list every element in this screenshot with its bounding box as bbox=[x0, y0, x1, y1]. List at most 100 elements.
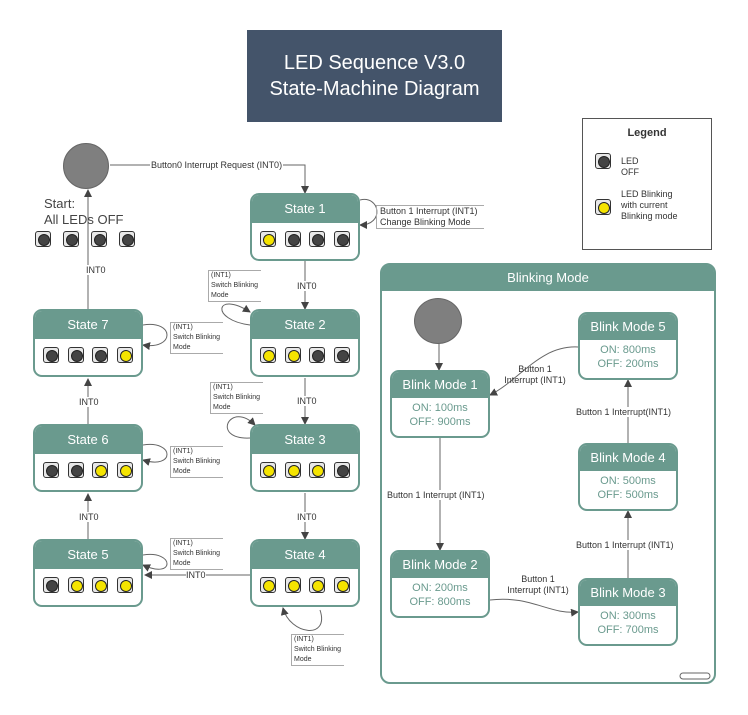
int0-label-7-start: INT0 bbox=[86, 265, 106, 275]
blink-mode-1-off: OFF: 900ms bbox=[409, 416, 471, 428]
blink-2-3-line-1: Button 1 bbox=[521, 574, 555, 584]
led-on-icon bbox=[333, 577, 350, 593]
state-6: State 6 bbox=[33, 424, 143, 492]
blink-start-node bbox=[414, 298, 462, 344]
switch-line-2: Mode bbox=[173, 344, 191, 351]
state2-switch-note: (INT1) Switch Blinking Mode bbox=[208, 270, 261, 302]
start-line-1: Start: bbox=[44, 196, 76, 211]
switch-line-1: Switch Blinking bbox=[294, 646, 342, 653]
blink-4-5-label: Button 1 Interrupt(INT1) bbox=[576, 407, 672, 417]
int0-label-5-6: INT0 bbox=[79, 512, 99, 522]
state-3-leds bbox=[252, 462, 358, 478]
legend-box: Legend LED OFF LED Blinking with current… bbox=[582, 118, 712, 250]
blinking-mode-container: Blinking Mode bbox=[380, 263, 716, 684]
led-off-icon bbox=[333, 347, 350, 363]
state-7: State 7 bbox=[33, 309, 143, 377]
state5-switch-note: (INT1) Switch Blinking Mode bbox=[170, 538, 223, 570]
led-off-icon bbox=[309, 347, 326, 363]
led-off-icon bbox=[284, 231, 301, 247]
diagram-title: LED Sequence V3.0 State-Machine Diagram bbox=[247, 30, 502, 122]
int0-label-6-7: INT0 bbox=[79, 397, 99, 407]
led-on-icon bbox=[309, 462, 326, 478]
state-4-leds bbox=[252, 577, 358, 593]
blink-mode-3-off: OFF: 700ms bbox=[597, 624, 659, 636]
led-on-icon bbox=[92, 462, 109, 478]
switch-int1: (INT1) bbox=[213, 384, 233, 391]
led-off-icon bbox=[309, 231, 326, 247]
led-on-icon bbox=[260, 347, 277, 363]
int0-label-4-5: INT0 bbox=[186, 570, 206, 580]
blink-mode-3-on: ON: 300ms bbox=[600, 610, 656, 622]
blink-mode-2-title: Blink Mode 2 bbox=[392, 552, 488, 578]
switch-int1: (INT1) bbox=[211, 272, 231, 279]
blink-mode-1-on: ON: 100ms bbox=[412, 402, 468, 414]
led-off-icon bbox=[35, 231, 51, 247]
led-off-icon bbox=[63, 231, 79, 247]
switch-line-2: Mode bbox=[294, 656, 312, 663]
blink-mode-5-title: Blink Mode 5 bbox=[580, 314, 676, 340]
state-2: State 2 bbox=[250, 309, 360, 377]
state-4: State 4 bbox=[250, 539, 360, 607]
state1-self-line-1: Button 1 Interrupt (INT1) bbox=[380, 206, 478, 216]
blink-mode-1: Blink Mode 1 ON: 100ms OFF: 900ms bbox=[390, 370, 490, 438]
led-on-icon bbox=[260, 231, 277, 247]
blink-mode-4-off: OFF: 500ms bbox=[597, 489, 659, 501]
led-off-icon bbox=[595, 153, 611, 169]
state3-switch-note: (INT1) Switch Blinking Mode bbox=[210, 382, 263, 414]
switch-line-2: Mode bbox=[173, 560, 191, 567]
start-node bbox=[63, 143, 109, 189]
led-on-icon bbox=[309, 577, 326, 593]
blink-mode-5-on: ON: 800ms bbox=[600, 344, 656, 356]
state1-self-line-2: Change Blinking Mode bbox=[380, 217, 471, 227]
legend-off-label: LED OFF bbox=[621, 156, 639, 177]
blink-3-4-label: Button 1 Interrupt (INT1) bbox=[576, 540, 674, 550]
blink-5-1-line-1: Button 1 bbox=[518, 364, 552, 374]
blink-mode-4-on: ON: 500ms bbox=[600, 475, 656, 487]
blink-mode-5-off: OFF: 200ms bbox=[597, 358, 659, 370]
led-off-icon bbox=[333, 462, 350, 478]
switch-line-1: Switch Blinking bbox=[173, 458, 221, 465]
blink-mode-5: Blink Mode 5 ON: 800ms OFF: 200ms bbox=[578, 312, 678, 380]
switch-line-1: Switch Blinking bbox=[173, 550, 221, 557]
led-off-icon bbox=[92, 347, 109, 363]
state-6-title: State 6 bbox=[35, 426, 141, 454]
switch-line-1: Switch Blinking bbox=[213, 394, 261, 401]
int0-label-3-4: INT0 bbox=[297, 512, 317, 522]
state-1-leds bbox=[252, 231, 358, 247]
blink-mode-4: Blink Mode 4 ON: 500ms OFF: 500ms bbox=[578, 443, 678, 511]
title-line-1: LED Sequence V3.0 bbox=[283, 52, 466, 74]
int0-label-1-2: INT0 bbox=[297, 281, 317, 291]
led-off-icon bbox=[43, 347, 60, 363]
start-line-2: All LEDs OFF bbox=[44, 212, 124, 227]
led-off-icon bbox=[91, 231, 107, 247]
state-4-title: State 4 bbox=[252, 541, 358, 569]
state-2-leds bbox=[252, 347, 358, 363]
legend-blink-label-2: with current bbox=[621, 200, 668, 210]
led-on-icon bbox=[116, 347, 133, 363]
state-5-title: State 5 bbox=[35, 541, 141, 569]
blink-5-1-line-2: Interrupt (INT1) bbox=[504, 375, 566, 385]
led-on-icon bbox=[284, 577, 301, 593]
state-7-leds bbox=[35, 347, 141, 363]
blink-2-3-label: Button 1 Interrupt (INT1) bbox=[503, 574, 573, 596]
state-1-title: State 1 bbox=[252, 195, 358, 223]
blink-5-1-label: Button 1 Interrupt (INT1) bbox=[500, 364, 570, 386]
led-off-icon bbox=[67, 347, 84, 363]
switch-int1: (INT1) bbox=[173, 448, 193, 455]
led-on-icon bbox=[92, 577, 109, 593]
led-off-icon bbox=[67, 462, 84, 478]
legend-blink-row: LED Blinking with current Blinking mode bbox=[595, 189, 678, 221]
blink-mode-2-off: OFF: 800ms bbox=[409, 596, 471, 608]
switch-int1: (INT1) bbox=[173, 324, 193, 331]
led-on-icon bbox=[284, 462, 301, 478]
title-line-2: State-Machine Diagram bbox=[269, 78, 480, 100]
blink-mode-3-title: Blink Mode 3 bbox=[580, 580, 676, 606]
state-5-leds bbox=[35, 577, 141, 593]
switch-line-2: Mode bbox=[213, 404, 231, 411]
led-on-icon bbox=[595, 199, 611, 215]
state-3-title: State 3 bbox=[252, 426, 358, 454]
int0-label-2-3: INT0 bbox=[297, 396, 317, 406]
led-off-icon bbox=[333, 231, 350, 247]
led-on-icon bbox=[260, 577, 277, 593]
legend-blink-label-1: LED Blinking bbox=[621, 189, 673, 199]
